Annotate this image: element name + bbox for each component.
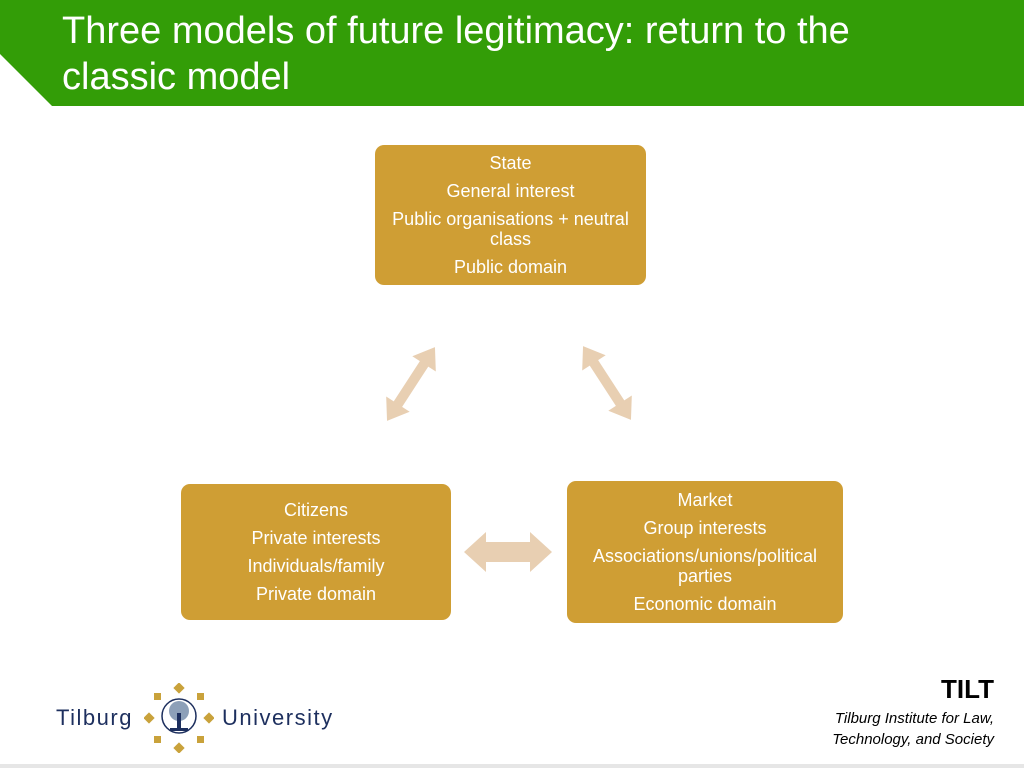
state-domain: Public domain [453, 257, 568, 277]
citizens-domain: Private domain [255, 584, 377, 604]
state-interest: General interest [446, 181, 575, 201]
market-interest: Group interests [643, 518, 767, 538]
institute-name-line1: Tilburg Institute for Law, [834, 710, 994, 727]
citizens-state-arrow [386, 347, 436, 421]
citizens-actors: Individuals/family [247, 556, 385, 576]
citizens-interest: Private interests [251, 528, 381, 548]
institute-block: TILT Tilburg Institute for Law, Technolo… [744, 674, 994, 750]
market-box: Market Group interests Associations/unio… [567, 481, 843, 623]
state-box: State General interest Public organisati… [375, 145, 646, 285]
citizens-heading: Citizens [283, 500, 349, 520]
state-market-arrow [582, 346, 632, 420]
market-domain: Economic domain [633, 594, 777, 614]
logo-text-left: Tilburg [56, 705, 133, 730]
title-bar: Three models of future legitimacy: retur… [0, 0, 1024, 106]
title-bar-notch [0, 54, 52, 106]
tilburg-university-logo: Tilburg University [56, 683, 346, 753]
state-heading: State [489, 153, 532, 173]
citizens-market-arrow [464, 532, 552, 572]
bottom-divider [0, 764, 1024, 768]
slide-title: Three models of future legitimacy: retur… [62, 10, 850, 98]
market-actors: Associations/unions/political parties [592, 546, 818, 586]
institute-name-line2: Technology, and Society [832, 731, 994, 748]
tree-emblem-icon [144, 683, 214, 753]
institute-acronym: TILT [941, 674, 994, 704]
state-actors: Public organisations + neutral class [392, 209, 629, 249]
logo-text-right: University [222, 705, 334, 730]
citizens-box: Citizens Private interests Individuals/f… [181, 484, 451, 620]
market-heading: Market [677, 490, 733, 510]
